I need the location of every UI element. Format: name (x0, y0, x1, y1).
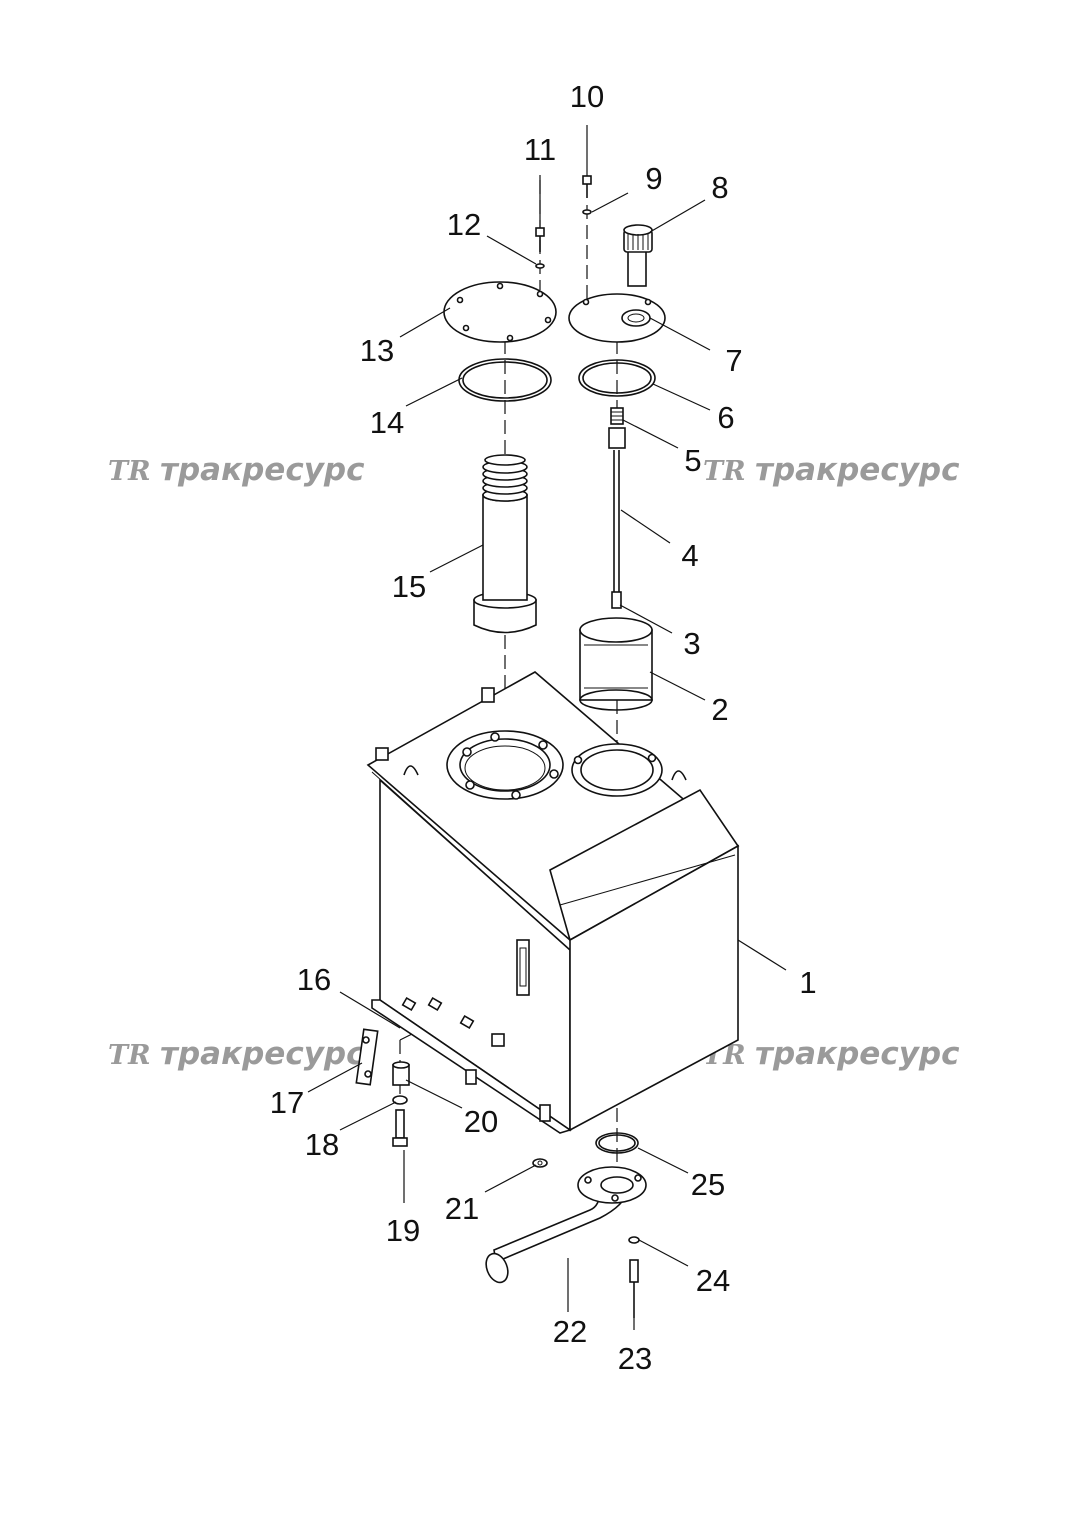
washer-18 (392, 1095, 408, 1105)
filter-element (579, 617, 653, 711)
bolt-19 (392, 1109, 408, 1147)
rod (613, 450, 620, 592)
watermark-text: тракресурс (755, 1036, 960, 1072)
callout-25: 25 (691, 1167, 725, 1202)
watermark-logo: TR (108, 1040, 151, 1071)
washer-left (535, 263, 545, 269)
callout-19: 19 (386, 1213, 420, 1248)
callout-11: 11 (524, 132, 556, 167)
suction-elbow (485, 1166, 647, 1284)
callout-24: 24 (696, 1263, 730, 1298)
callout-2: 2 (711, 692, 728, 727)
spacer-20 (392, 1061, 410, 1086)
leader-lines (307, 125, 787, 1330)
rod-end-fitting (611, 591, 622, 609)
bolt-right (582, 175, 592, 198)
o-ring-right (578, 359, 656, 397)
callout-6: 6 (717, 400, 734, 435)
callout-8: 8 (711, 170, 728, 205)
callout-14: 14 (370, 405, 404, 440)
callout-18: 18 (305, 1127, 339, 1162)
callout-labels: 1 2 3 4 5 6 7 8 9 10 11 12 13 14 15 16 1… (270, 79, 817, 1376)
callout-13: 13 (360, 333, 394, 368)
o-ring-outlet (595, 1132, 639, 1154)
watermark-text: тракресурс (160, 1036, 365, 1072)
callout-23: 23 (618, 1341, 652, 1376)
watermark-top-right: TR тракресурс (703, 452, 960, 488)
watermark-text: тракресурс (160, 452, 365, 488)
callout-7: 7 (725, 343, 742, 378)
thread-rings (482, 454, 528, 502)
washer-right (582, 209, 592, 215)
callout-16: 16 (297, 962, 331, 997)
callout-5: 5 (684, 443, 701, 478)
watermark-top-left: TR тракресурс (108, 452, 365, 488)
callout-15: 15 (392, 569, 426, 604)
callout-17: 17 (270, 1085, 304, 1120)
watermark-logo: TR (108, 456, 151, 487)
callout-9: 9 (645, 161, 662, 196)
drain-washer (532, 1158, 548, 1168)
callout-21: 21 (445, 1191, 479, 1226)
watermark-bottom-right: TR тракресурс (703, 1036, 960, 1072)
watermark-text: тракресурс (755, 452, 960, 488)
sight-bracket (355, 1028, 379, 1086)
callout-22: 22 (553, 1314, 587, 1349)
callout-3: 3 (683, 626, 700, 661)
watermark-logo: TR (703, 456, 746, 487)
callout-12: 12 (447, 207, 481, 242)
callout-10: 10 (570, 79, 604, 114)
hydraulic-tank (366, 671, 740, 1134)
cover-plate-left (443, 281, 557, 343)
bolt-23 (629, 1259, 639, 1318)
breather-cap (623, 224, 653, 287)
spring-and-nut (608, 407, 626, 449)
watermark-bottom-left: TR тракресурс (108, 1036, 365, 1072)
callout-1: 1 (799, 965, 816, 1000)
bolt-left (535, 227, 545, 252)
washer-24 (628, 1236, 640, 1244)
callout-20: 20 (464, 1104, 498, 1139)
callout-4: 4 (681, 538, 698, 573)
filler-neck-strainer (473, 454, 537, 634)
